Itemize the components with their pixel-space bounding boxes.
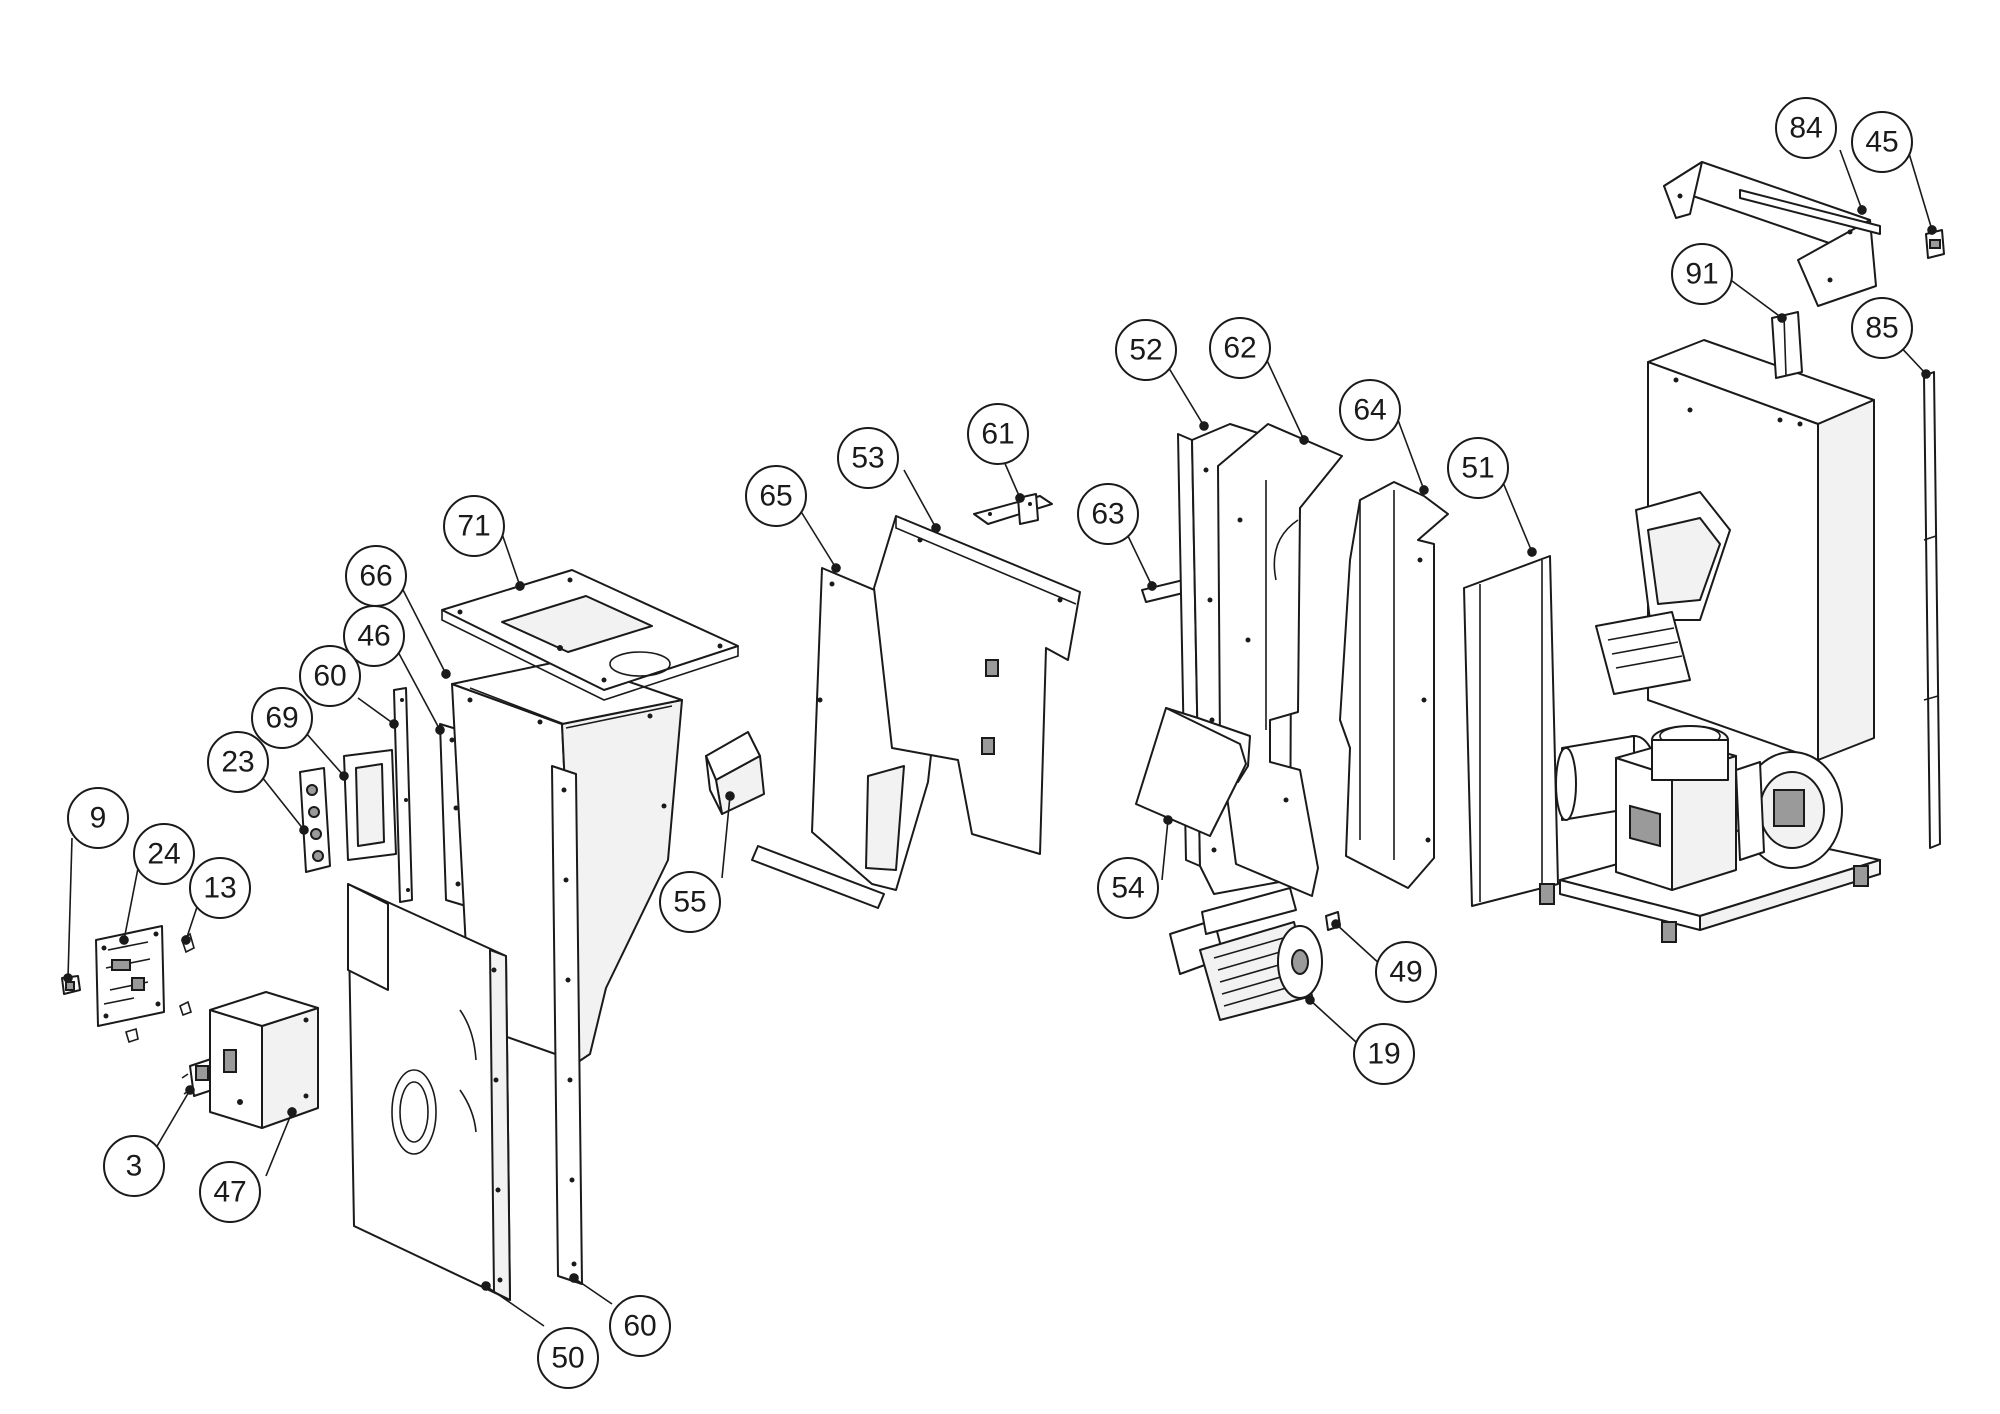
callout-19: 19 [1353,1023,1415,1085]
callout-91-label: 91 [1685,258,1718,291]
callout-13-label: 13 [203,872,236,905]
part-24-circuit-board [95,925,165,1027]
callout-24: 24 [133,823,195,885]
callout-61-label: 61 [981,418,1014,451]
callout-23-label: 23 [221,746,254,779]
callout-84: 84 [1775,97,1837,159]
callout-46: 46 [343,605,405,667]
callout-63-label: 63 [1091,498,1124,531]
callout-71-label: 71 [457,510,490,543]
callout-65: 65 [745,465,807,527]
callout-23: 23 [207,731,269,793]
part-50-front-panel [347,883,511,1301]
part-55-small-box [705,731,765,815]
callout-65-label: 65 [759,480,792,513]
callout-9-label: 9 [90,802,107,835]
callout-3-label: 3 [126,1150,143,1183]
part-51-panel [1463,555,1559,907]
callout-50: 50 [537,1327,599,1389]
callout-51: 51 [1447,437,1509,499]
part-45-clip [1925,229,1945,259]
callout-46-label: 46 [357,620,390,653]
callout-19-label: 19 [1367,1038,1400,1071]
callout-62-label: 62 [1223,332,1256,365]
callout-64: 64 [1339,379,1401,441]
callout-49: 49 [1375,941,1437,1003]
part-54-deflector [1135,707,1247,837]
part-9-bracket [61,975,81,995]
main-unit-flue-box [1615,725,1737,891]
callout-60-upper: 60 [299,645,361,707]
part-23-control-panel [299,767,331,873]
callout-60-lower: 60 [609,1295,671,1357]
part-64-side-panel [1339,481,1449,889]
callout-55: 55 [659,871,721,933]
callout-47-label: 47 [213,1176,246,1209]
part-71-top-lid [441,569,739,701]
callout-9: 9 [67,787,129,849]
callout-54: 54 [1097,857,1159,919]
callout-60-upper-label: 60 [313,660,346,693]
part-85-side-strip [1923,371,1941,849]
callout-53: 53 [837,427,899,489]
main-unit-body [1647,339,1875,761]
callout-49-label: 49 [1389,956,1422,989]
part-47-electrical-box [209,991,319,1129]
callout-47: 47 [199,1161,261,1223]
callout-53-label: 53 [851,442,884,475]
callout-64-label: 64 [1353,394,1386,427]
callout-50-label: 50 [551,1342,584,1375]
part-49-clip [1325,911,1341,931]
part-84-top-cover [1663,161,1881,307]
callout-84-label: 84 [1789,112,1822,145]
callout-85: 85 [1851,297,1913,359]
callout-52-label: 52 [1129,334,1162,367]
callout-69: 69 [251,687,313,749]
callout-85-label: 85 [1865,312,1898,345]
part-60-strip-lower [551,765,583,1285]
callout-54-label: 54 [1111,872,1144,905]
part-61-bracket [973,493,1053,525]
callout-51-label: 51 [1461,452,1494,485]
callout-62: 62 [1209,317,1271,379]
callout-91: 91 [1671,243,1733,305]
callout-45-label: 45 [1865,126,1898,159]
callout-13: 13 [189,857,251,919]
callout-24-label: 24 [147,838,180,871]
part-53-rear-panel [873,515,1081,855]
callout-45: 45 [1851,111,1913,173]
callout-3: 3 [103,1135,165,1197]
callout-63: 63 [1077,483,1139,545]
part-60-strip-upper [393,687,413,903]
part-19-blower-fan [1169,887,1323,1021]
part-69-display-frame [343,749,397,861]
part-91-bracket [1771,311,1803,379]
callout-66-label: 66 [359,560,392,593]
callout-61: 61 [967,403,1029,465]
callout-52: 52 [1115,319,1177,381]
callout-60-lower-label: 60 [623,1310,656,1343]
callout-66: 66 [345,545,407,607]
callout-69-label: 69 [265,702,298,735]
callout-71: 71 [443,495,505,557]
main-unit-fan-motor [1735,751,1843,869]
callout-55-label: 55 [673,886,706,919]
